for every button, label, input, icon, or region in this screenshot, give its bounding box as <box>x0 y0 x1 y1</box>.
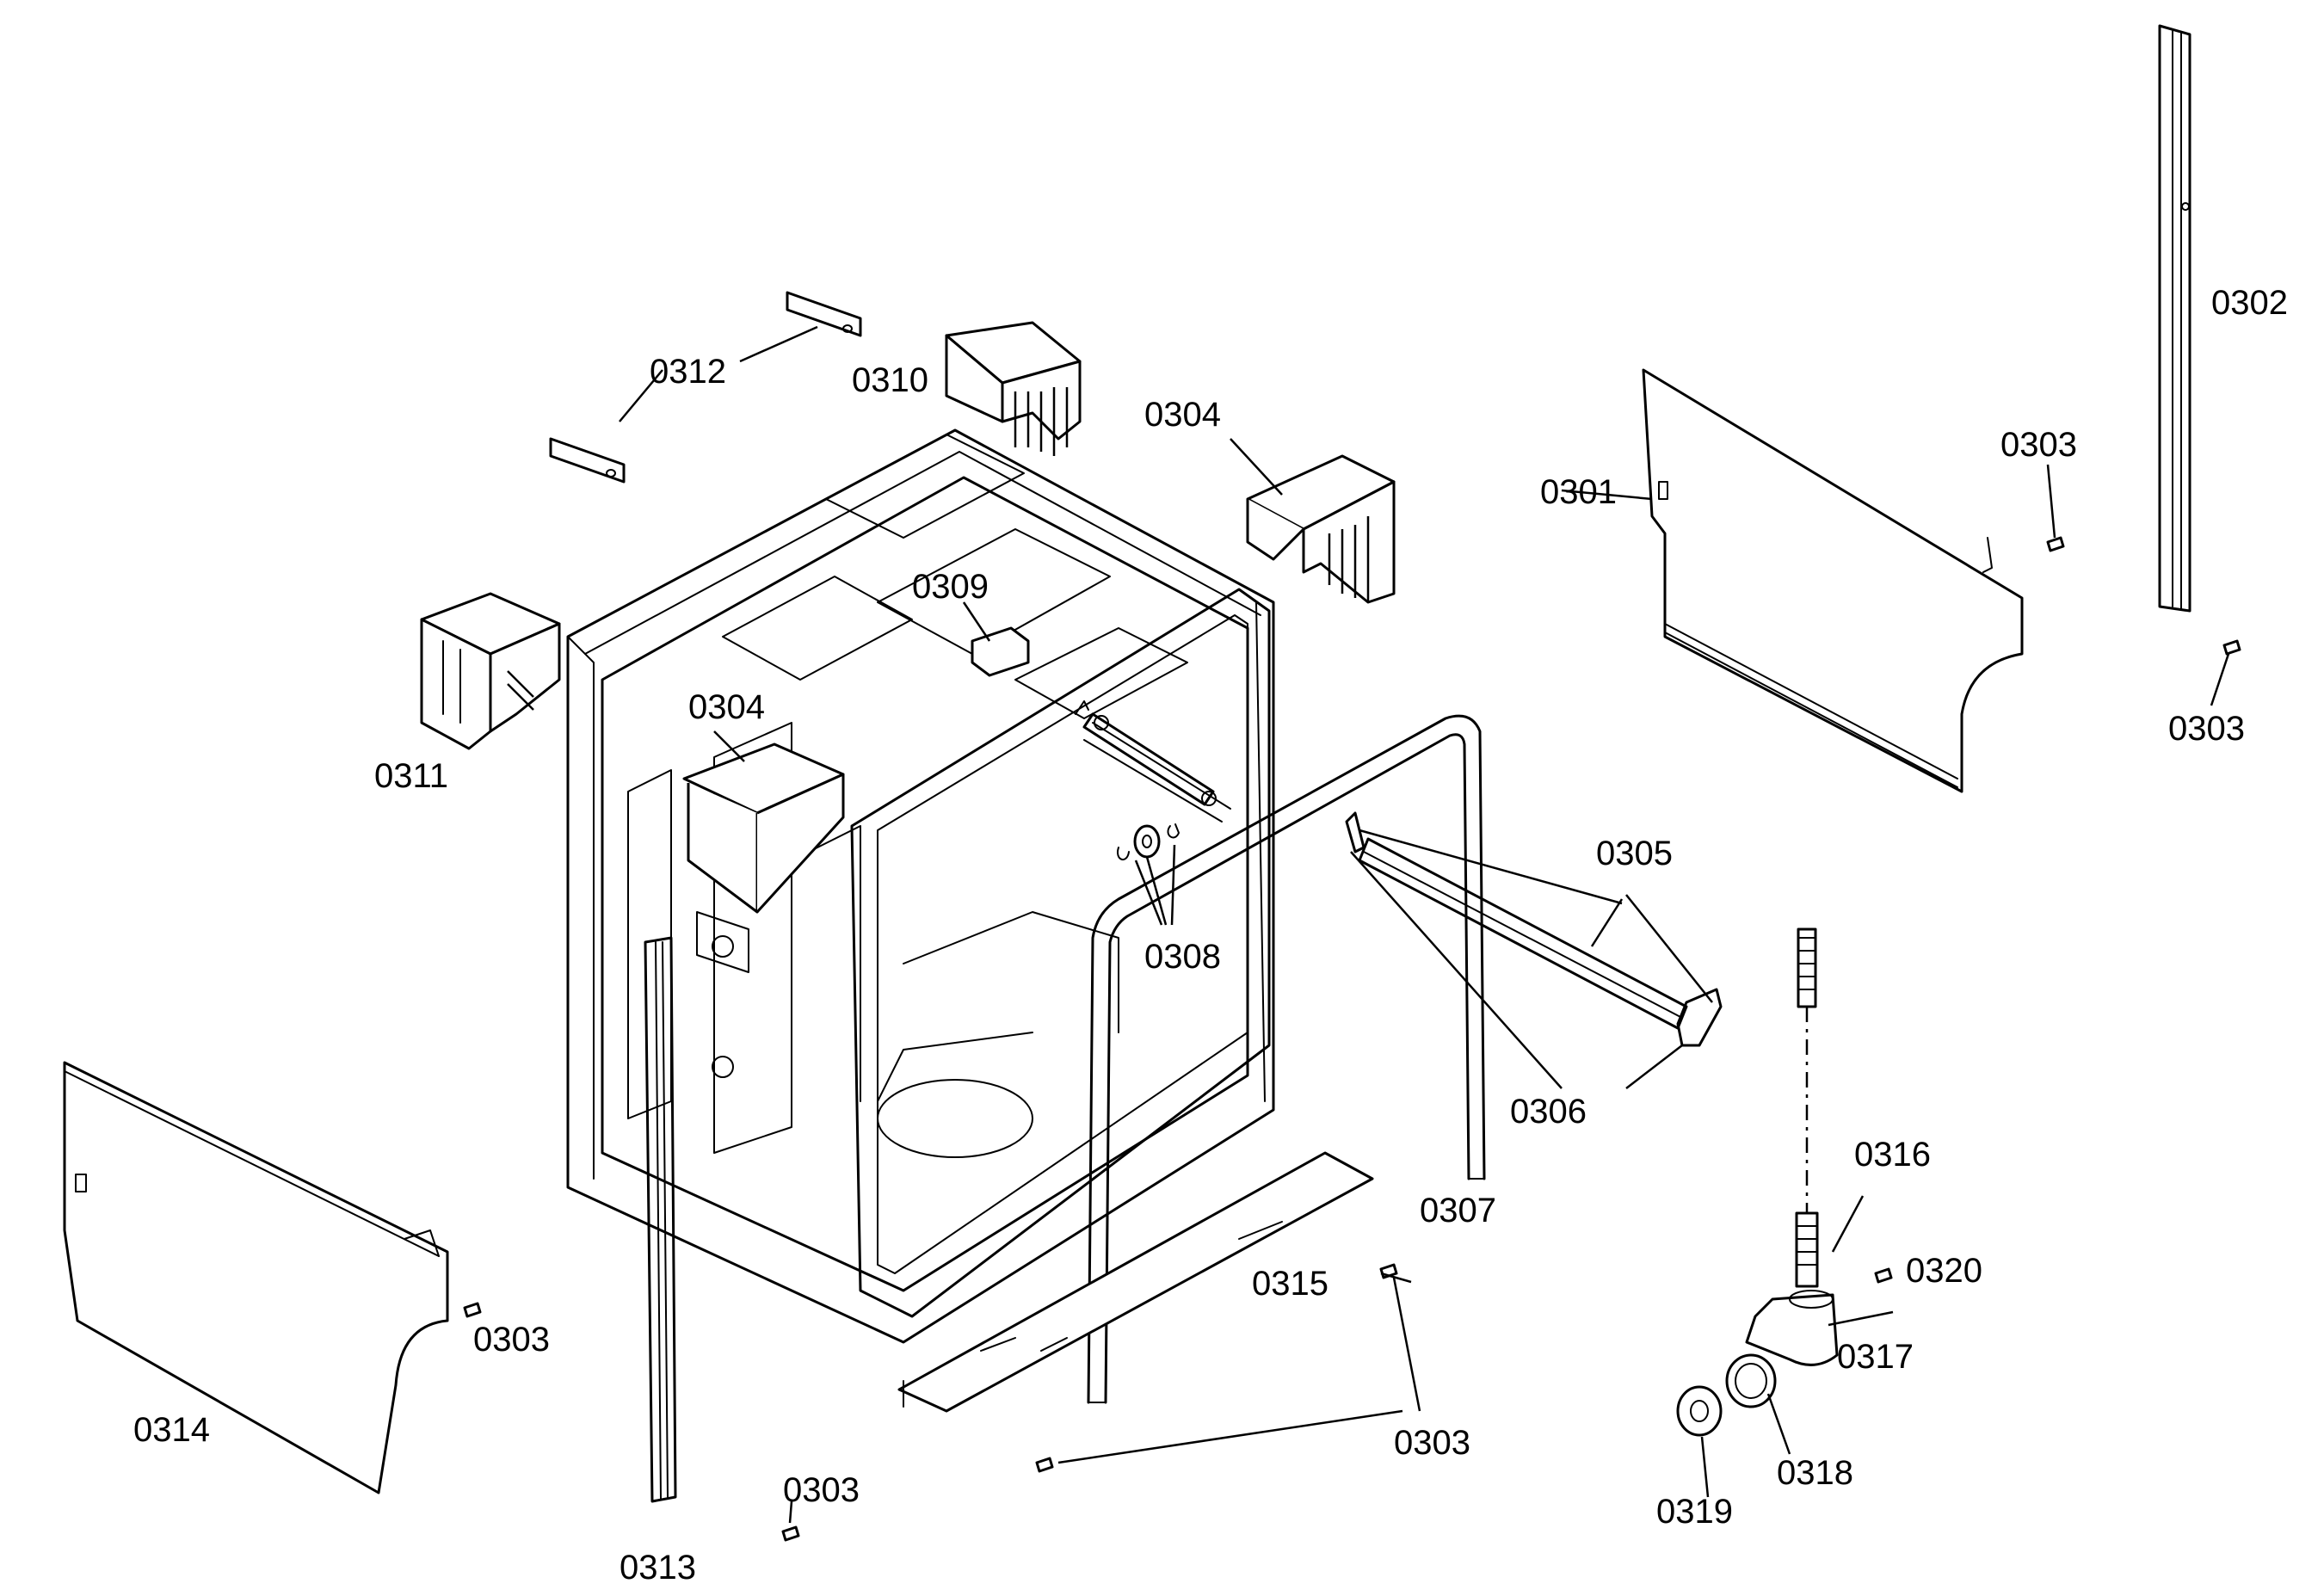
part-0309-clip <box>971 626 1030 677</box>
part-0314-kickplate <box>63 1061 449 1494</box>
leader-lines <box>619 325 2230 1524</box>
part-0308-washers <box>1117 823 1180 926</box>
label-0310: 0310 <box>852 361 928 399</box>
part-0313-trim-strip <box>644 936 677 1503</box>
label-0319: 0319 <box>1656 1493 1733 1531</box>
callout-labels: 0312 0310 0304 0309 0304 0311 0301 0302 … <box>133 284 2288 1587</box>
label-0306: 0306 <box>1510 1093 1587 1131</box>
label-0304-center: 0304 <box>688 688 765 726</box>
tub-front-frame <box>850 588 1271 1318</box>
label-0314: 0314 <box>133 1411 210 1449</box>
label-0317: 0317 <box>1837 1338 1914 1376</box>
label-0318: 0318 <box>1777 1454 1853 1492</box>
label-0303-left: 0303 <box>473 1321 550 1359</box>
part-0304-bracket-right <box>1246 454 1396 604</box>
label-0304-right: 0304 <box>1144 396 1221 434</box>
part-0312-bracket-upper <box>786 291 862 337</box>
label-0313: 0313 <box>620 1549 696 1587</box>
part-0318-ring <box>1725 1353 1777 1408</box>
part-0302-side-strip <box>2158 24 2191 613</box>
part-0315-bottom-panel <box>897 1151 1374 1413</box>
label-0309: 0309 <box>912 568 989 606</box>
label-0312: 0312 <box>650 353 726 391</box>
label-0302: 0302 <box>2211 284 2288 322</box>
label-0303-right: 0303 <box>2168 710 2245 748</box>
hinge-rail <box>1082 712 1217 806</box>
part-0319-cap <box>1676 1385 1723 1437</box>
label-0303-bottom-right: 0303 <box>1394 1424 1470 1462</box>
part-0317-spout <box>1745 1290 1839 1366</box>
part-0316-inlet-hose <box>1795 927 1819 1288</box>
label-0315: 0315 <box>1252 1265 1328 1303</box>
label-0303-bottom: 0303 <box>783 1471 860 1509</box>
screw-icon <box>463 536 2241 1542</box>
label-0307: 0307 <box>1420 1192 1496 1229</box>
label-0308: 0308 <box>1144 938 1221 976</box>
label-0316: 0316 <box>1854 1136 1931 1174</box>
label-0303-top: 0303 <box>2000 426 2077 464</box>
tub-body <box>566 428 1275 1344</box>
part-0310-bracket <box>945 321 1082 456</box>
label-0305: 0305 <box>1596 835 1673 872</box>
label-0311: 0311 <box>374 757 448 795</box>
part-0301-side-panel <box>1642 368 2024 793</box>
label-0320: 0320 <box>1906 1252 1982 1290</box>
part-0307-door-gasket <box>1087 714 1486 1404</box>
part-0306-rail <box>1345 811 1723 1047</box>
part-0311-bracket <box>420 592 561 750</box>
label-0301: 0301 <box>1540 473 1617 511</box>
part-0312-bracket-lower <box>549 437 626 484</box>
part-0304-bracket-center <box>682 743 845 914</box>
